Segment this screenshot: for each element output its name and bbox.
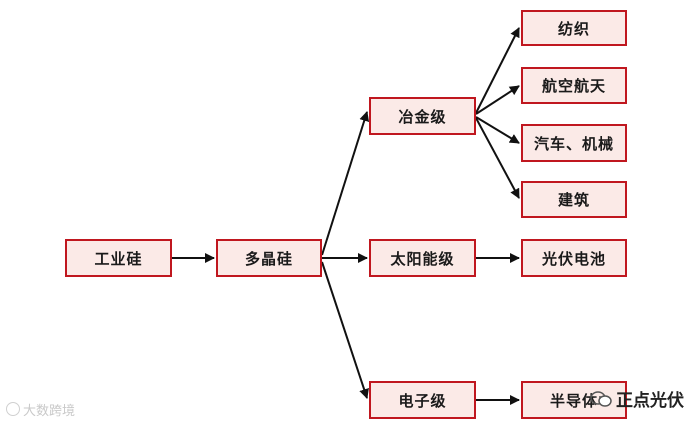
watermark-right: 正点光伏 <box>590 386 684 411</box>
arrow-metallurgical-to-aerospace <box>475 85 520 115</box>
node-construction: 建筑 <box>521 181 627 218</box>
arrow-metallurgical-to-auto <box>475 116 520 144</box>
wechat-icon <box>590 390 612 407</box>
node-solar-grade: 太阳能级 <box>369 239 476 277</box>
watermark-left-text: 大数跨境 <box>23 404 76 419</box>
node-aerospace: 航空航天 <box>521 67 627 104</box>
node-electronic-grade: 电子级 <box>369 381 476 419</box>
node-pv-cell: 光伏电池 <box>521 239 627 277</box>
watermark-left-icon <box>6 402 20 416</box>
watermark-left: 大数跨境 <box>6 400 75 419</box>
arrow-metallurgical-to-construction <box>475 117 520 199</box>
arrow-poly-to-metallurgical <box>321 111 370 256</box>
arrow-metallurgical-to-textile <box>475 27 520 114</box>
arrow-poly-to-electronic <box>321 261 369 399</box>
node-textile: 纺织 <box>521 10 627 46</box>
node-auto-machinery: 汽车、机械 <box>521 124 627 162</box>
node-industrial-silicon: 工业硅 <box>65 239 172 277</box>
node-metallurgical-grade: 冶金级 <box>369 97 476 135</box>
watermark-right-text: 正点光伏 <box>616 391 684 411</box>
node-polysilicon: 多晶硅 <box>216 239 322 277</box>
